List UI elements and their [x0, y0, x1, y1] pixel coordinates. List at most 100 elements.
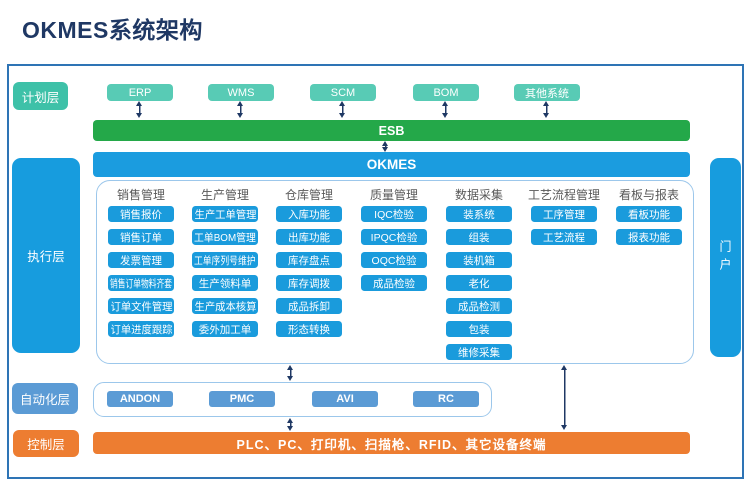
- function-box-label: 工序管理: [543, 208, 585, 221]
- exec-column: 仓库管理 入库功能 出库功能 库: [276, 187, 342, 344]
- plan-system-label: SCM: [330, 86, 356, 99]
- okmes-label: OKMES: [366, 157, 417, 172]
- function-box-label: 订单进度跟踪: [110, 323, 172, 336]
- exec-column-header: 数据采集: [454, 187, 503, 202]
- exec-column-items: 装系统 组装 装机箱 老化: [446, 206, 512, 360]
- automation-systems-row: ANDON PMC AVI RC: [94, 383, 491, 416]
- function-box-label: 委外加工单: [198, 323, 252, 336]
- function-box-label: OQC检验: [371, 254, 417, 267]
- function-box-label: 销售订单物料齐套: [110, 277, 172, 290]
- exec-layer-label: 执行层: [12, 158, 80, 353]
- double-arrow-icon: [287, 418, 294, 431]
- automation-system-label: RC: [438, 393, 454, 405]
- function-box: 订单文件管理: [108, 298, 174, 314]
- function-box-label: 形态转换: [288, 323, 330, 336]
- exec-column-header: 工艺流程管理: [528, 187, 601, 202]
- automation-layer-label: 自动化层: [12, 383, 78, 414]
- exec-column-items: 看板功能 报表功能: [616, 206, 682, 245]
- double-arrow-icon: [237, 101, 244, 118]
- function-box: 生产成本核算: [192, 298, 258, 314]
- function-box-label: 装机箱: [463, 254, 495, 267]
- exec-column: 数据采集 装系统 组装 装机箱: [446, 187, 512, 367]
- plan-system-box: 其他系统: [514, 84, 580, 101]
- automation-system-box: RC: [413, 391, 479, 407]
- exec-column: 销售管理 销售报价 销售订单 发: [108, 187, 174, 344]
- esb-label: ESB: [378, 123, 405, 138]
- double-arrow-icon: [339, 101, 346, 118]
- exec-column: 生产管理 生产工单管理 工单BOM管理: [192, 187, 258, 344]
- function-box: 生产工单管理: [192, 206, 258, 222]
- exec-column-header: 质量管理: [369, 187, 418, 202]
- function-box-label: 老化: [468, 277, 490, 290]
- portal-box: 门户: [710, 158, 741, 357]
- function-box-label: 报表功能: [628, 231, 670, 244]
- function-box: 装机箱: [446, 252, 512, 268]
- function-box-label: 订单文件管理: [110, 300, 172, 313]
- function-box-label: 成品检验: [373, 277, 415, 290]
- automation-layer-container: ANDON PMC AVI RC: [93, 382, 492, 417]
- exec-column-header: 看板与报表: [618, 187, 679, 202]
- control-devices-bar: PLC、PC、打印机、扫描枪、RFID、其它设备终端: [93, 432, 690, 454]
- function-box: 订单进度跟踪: [108, 321, 174, 337]
- double-arrow-icon: [561, 365, 568, 430]
- function-box-label: 组装: [468, 231, 490, 244]
- control-layer-label: 控制层: [13, 430, 79, 457]
- function-box-label: 生产成本核算: [194, 300, 256, 313]
- function-box: 出库功能: [276, 229, 342, 245]
- function-box: 成品检测: [446, 298, 512, 314]
- function-box: 报表功能: [616, 229, 682, 245]
- exec-column-items: 入库功能 出库功能 库存盘点 库存调拨: [276, 206, 342, 337]
- function-box: 包装: [446, 321, 512, 337]
- function-box-label: 库存调拨: [288, 277, 330, 290]
- plan-system-box: BOM: [413, 84, 479, 101]
- function-box-label: 库存盘点: [288, 254, 330, 267]
- function-box-label: 发票管理: [120, 254, 162, 267]
- function-box-label: 成品拆卸: [288, 300, 330, 313]
- okmes-bar: OKMES: [93, 152, 690, 177]
- double-arrow-icon: [442, 101, 449, 118]
- automation-system-box: PMC: [209, 391, 275, 407]
- plan-system-box: ERP: [107, 84, 173, 101]
- function-box-label: 看板功能: [628, 208, 670, 221]
- exec-column-header: 仓库管理: [284, 187, 333, 202]
- double-arrow-icon: [136, 101, 143, 118]
- plan-system-label: ERP: [128, 86, 152, 99]
- automation-system-label: ANDON: [119, 393, 161, 405]
- function-box: 库存盘点: [276, 252, 342, 268]
- diagram-frame: 计划层 ERP WMS SCM BOM 其他系统: [7, 64, 744, 479]
- function-box: 看板功能: [616, 206, 682, 222]
- double-arrow-icon: [543, 101, 550, 118]
- function-box: 库存调拨: [276, 275, 342, 291]
- exec-column-header: 生产管理: [200, 187, 249, 202]
- function-box: 生产领料单: [192, 275, 258, 291]
- automation-system-label: AVI: [336, 393, 354, 405]
- function-box-label: IQC检验: [374, 208, 414, 221]
- function-box: 销售报价: [108, 206, 174, 222]
- page-title: OKMES系统架构: [22, 17, 203, 43]
- function-box: 组装: [446, 229, 512, 245]
- plan-systems-row: ERP WMS SCM BOM 其他系统: [9, 66, 742, 477]
- function-box-label: 销售报价: [120, 208, 162, 221]
- exec-column-header: 销售管理: [116, 187, 165, 202]
- plan-system-label: BOM: [433, 86, 459, 99]
- plan-system-box: SCM: [310, 84, 376, 101]
- function-box-label: 包装: [468, 323, 490, 336]
- function-box-label: 工艺流程: [543, 231, 585, 244]
- function-box-label: 出库功能: [288, 231, 330, 244]
- plan-system-box: WMS: [208, 84, 274, 101]
- plan-system-label: WMS: [227, 86, 255, 99]
- function-box-label: 生产工单管理: [194, 208, 256, 221]
- function-box: 形态转换: [276, 321, 342, 337]
- exec-column-items: 生产工单管理 工单BOM管理 工单序列号维护: [192, 206, 258, 337]
- function-box: IQC检验: [361, 206, 427, 222]
- function-box: 销售订单: [108, 229, 174, 245]
- function-box-label: 工单BOM管理: [194, 231, 256, 244]
- double-arrow-icon: [287, 365, 294, 381]
- function-box: 成品拆卸: [276, 298, 342, 314]
- plan-system-label: 其他系统: [525, 87, 569, 100]
- function-box-label: 入库功能: [288, 208, 330, 221]
- function-box: 委外加工单: [192, 321, 258, 337]
- esb-bar: ESB: [93, 120, 690, 141]
- function-box: 销售订单物料齐套: [108, 275, 174, 291]
- function-box: 工序管理: [531, 206, 597, 222]
